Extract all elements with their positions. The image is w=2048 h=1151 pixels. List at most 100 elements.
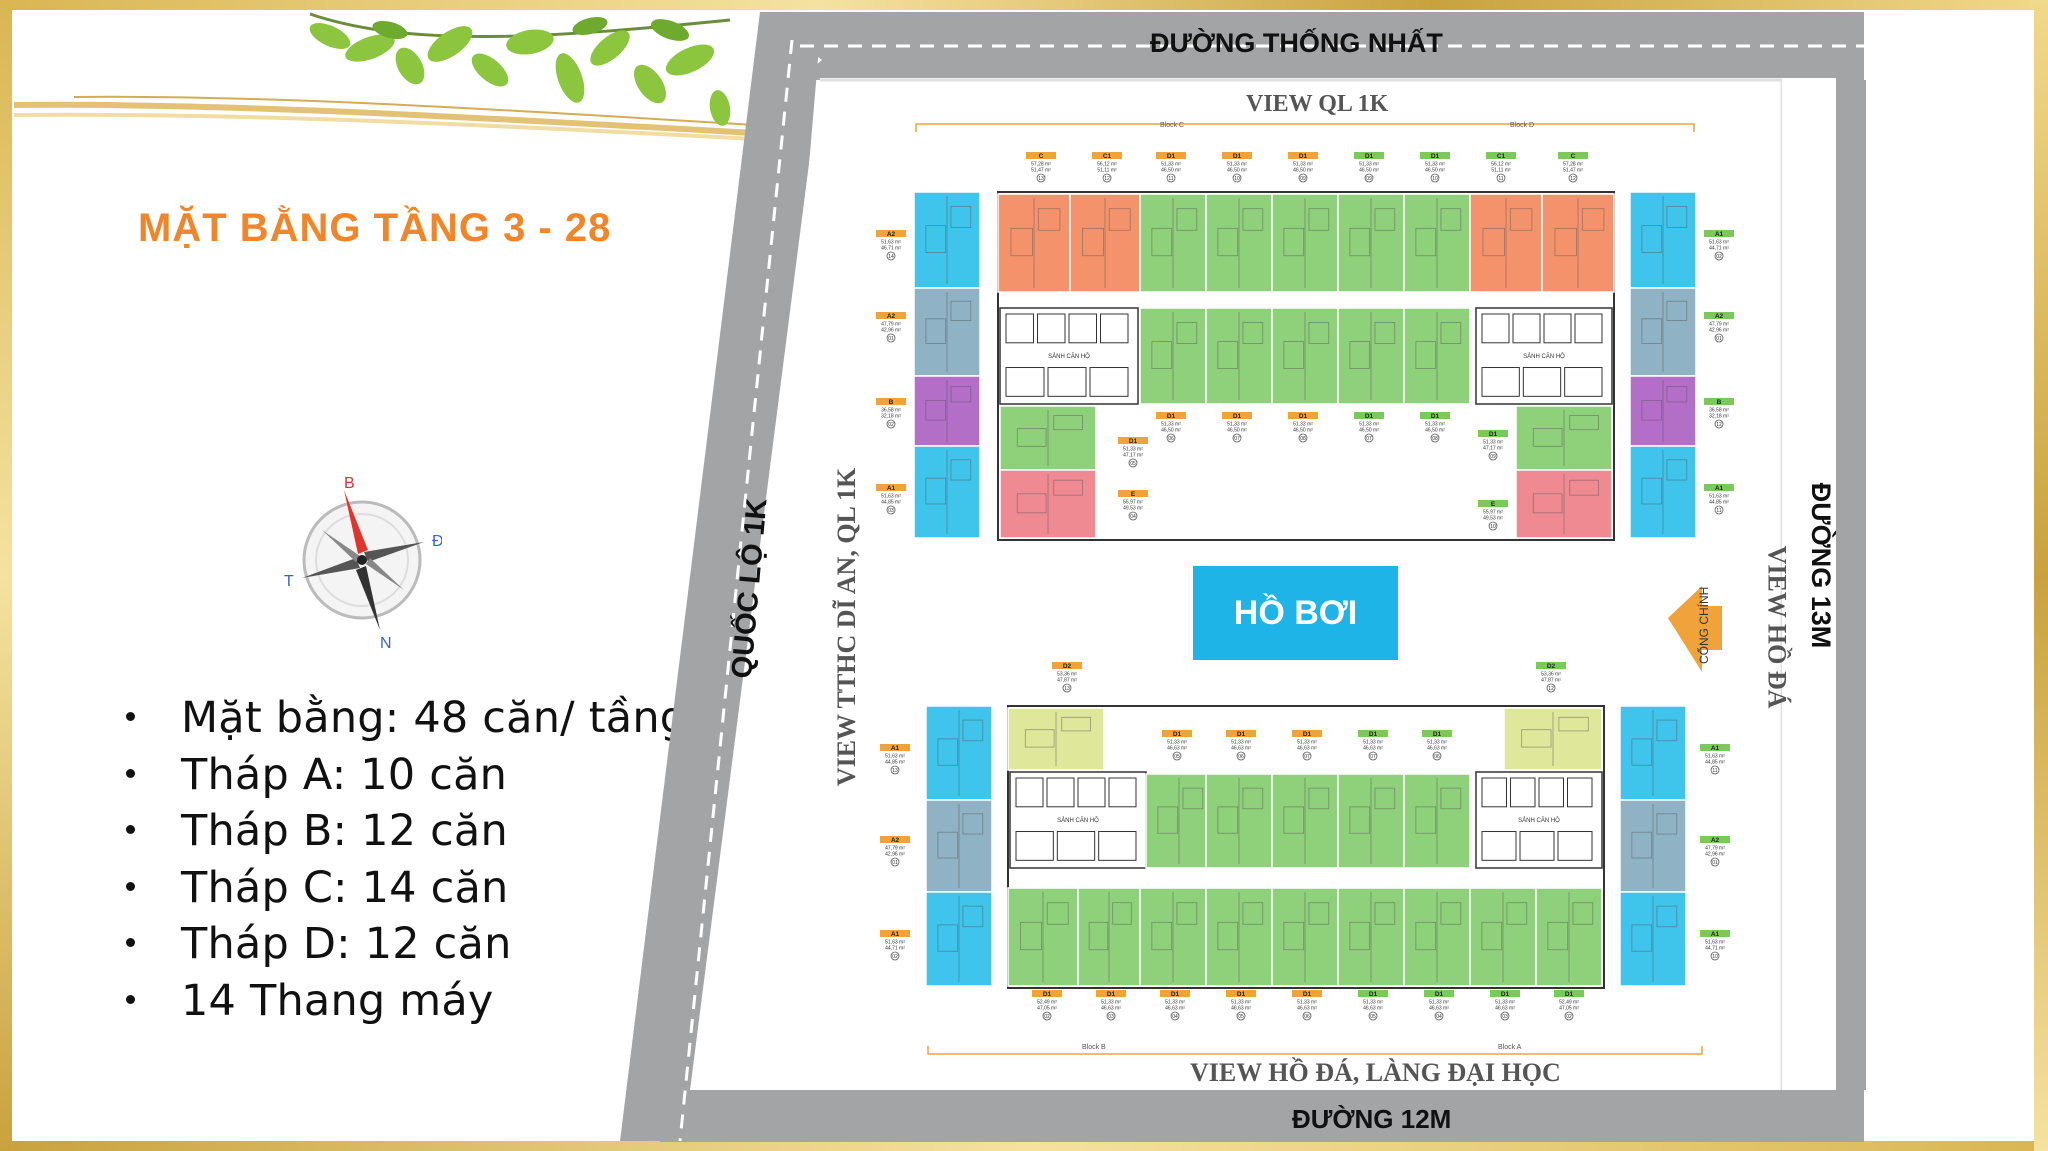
road-top-label: ĐƯỜNG THỐNG NHẤT [1150,28,1443,58]
unit-area-gross: 51,33 m² [1161,422,1181,428]
main-gate-label: CỔNG CHÍNH [1697,586,1711,664]
unit-area-gross: 51,33 m² [1227,422,1247,428]
unit-area-gross: 51,33 m² [1359,422,1379,428]
apartment-unit [1503,707,1603,771]
unit-code: A2 [887,231,896,238]
unit-area-gross: 51,63 m² [881,240,901,246]
unit-number: 05 [1174,754,1180,760]
block-label: Block C [1160,122,1184,129]
list-item: Tháp A: 10 căn [120,747,687,804]
unit-area-gross: 47,79 m² [881,322,901,328]
unit-number: 04 [1436,1014,1442,1020]
unit-area-gross: 51,63 m² [881,494,901,500]
unit-code: D1 [1365,413,1374,420]
unit-number: 01 [888,336,894,342]
unit-area-net: 44,71 m² [1709,246,1729,252]
unit-area-gross: 51,63 m² [885,754,905,760]
unit-code: D1 [1043,991,1052,998]
apartment-unit [1205,773,1273,869]
apartment-unit [1007,707,1105,771]
compass-icon: B Đ N T [284,475,442,652]
unit-area-net: 46,63 m² [1363,746,1383,752]
apartment-unit [925,705,993,801]
unit-code: A1 [891,931,900,938]
unit-number: 12 [1570,176,1576,182]
apartment-unit [1271,773,1339,869]
unit-code: C1 [1497,153,1506,160]
unit-number: 02 [1716,254,1722,260]
unit-area-net: 32,18 m² [1709,414,1729,420]
unit-area-gross: 51,63 m² [1709,494,1729,500]
apartment-unit [1515,469,1613,539]
unit-area-net: 46,50 m² [1293,168,1313,174]
unit-code: D1 [1431,413,1440,420]
apartment-unit [1145,773,1213,869]
unit-area-gross: 47,79 m² [885,846,905,852]
unit-area-gross: 51,33 m² [1297,740,1317,746]
unit-area-net: 44,85 m² [881,500,901,506]
unit-number: 03 [888,508,894,514]
apartment-unit [1403,887,1471,987]
unit-area-net: 47,87 m² [1057,678,1077,684]
unit-number: 10 [1712,954,1718,960]
apartment-unit [997,193,1071,293]
unit-number: 10 [1490,524,1496,530]
unit-area-gross: 57,28 m² [1563,162,1583,168]
unit-area-gross: 51,33 m² [1293,162,1313,168]
unit-area-gross: 51,33 m² [1231,1000,1251,1006]
apartment-unit [925,891,993,987]
compass-east: Đ [432,533,442,550]
unit-number: 06 [1434,754,1440,760]
corridor [1000,294,1612,308]
unit-area-gross: 51,33 m² [1425,162,1445,168]
unit-number: 02 [892,954,898,960]
unit-area-gross: 55,97 m² [1483,510,1503,516]
unit-code: A1 [1711,931,1720,938]
unit-area-net: 46,63 m² [1495,1006,1515,1012]
unit-code: D1 [1167,153,1176,160]
list-item: Tháp C: 14 căn [120,860,687,917]
unit-number: 10 [1234,176,1240,182]
apartment-unit [913,375,981,447]
unit-code: D1 [1233,153,1242,160]
corridor [1010,870,1602,886]
unit-number: 13 [1064,686,1070,692]
unit-number: 02 [1044,1014,1050,1020]
unit-area-net: 46,50 m² [1161,168,1181,174]
unit-area-gross: 51,33 m² [1427,740,1447,746]
apartment-unit [913,445,981,539]
unit-area-net: 47,17 m² [1483,446,1503,452]
unit-code: D1 [1501,991,1510,998]
unit-area-net: 44,85 m² [1709,500,1729,506]
block-label: Block A [1498,1044,1522,1051]
unit-number: 10 [1432,176,1438,182]
swimming-pool: HỒ BƠI [1193,566,1398,660]
unit-code: D1 [1299,153,1308,160]
frame-right [2034,0,2048,1151]
apartment-unit [1403,773,1471,869]
unit-area-net: 46,63 m² [1429,1006,1449,1012]
unit-number: 09 [1490,454,1496,460]
unit-number: 09 [1366,176,1372,182]
apartment-unit [1271,887,1339,987]
unit-code: D1 [1233,413,1242,420]
unit-area-net: 51,11 m² [1097,168,1117,174]
unit-number: 04 [1172,1014,1178,1020]
main-gate-arrow-icon [1668,586,1722,672]
unit-area-gross: 36,58 m² [881,408,901,414]
unit-area-net: 46,71 m² [881,246,901,252]
unit-area-gross: 55,97 m² [1123,500,1143,506]
